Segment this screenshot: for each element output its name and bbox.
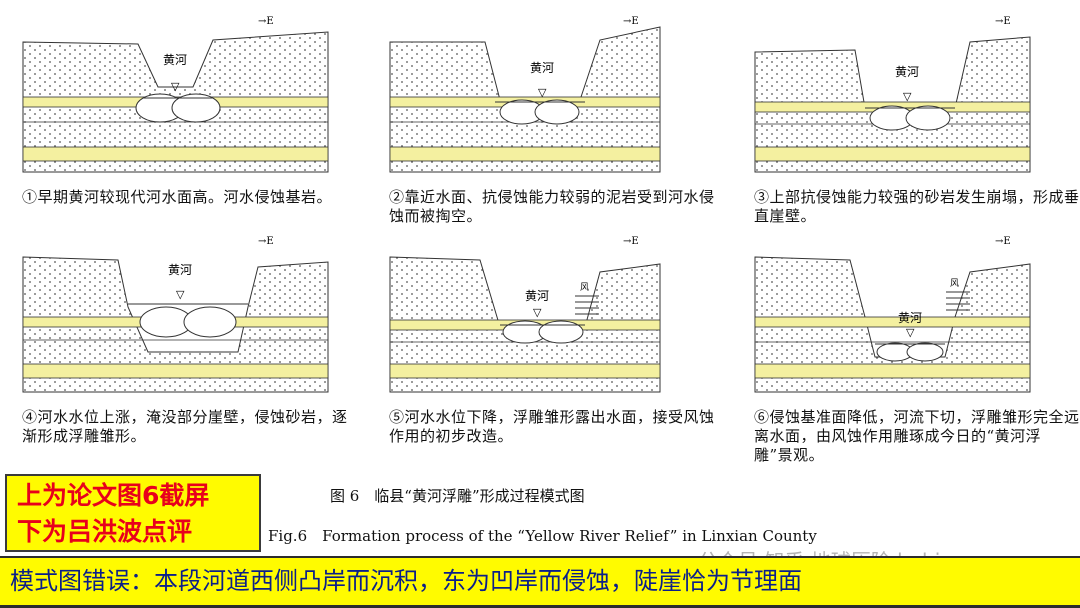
cross-section-diagram-5: →E 黄河 ▽ 风 [389, 236, 661, 393]
caption-1: ①早期黄河较现代河水面高。河水侵蚀基岩。 [22, 188, 333, 206]
panel-4: →E 黄河 ▽ ④河水水位上涨，淹没部分崖壁，侵蚀砂岩，逐渐形成浮雕雏形。 [18, 232, 348, 464]
east-arrow: →E [623, 16, 639, 27]
figure-caption-en: Fig.6 Formation process of the “Yellow R… [268, 527, 817, 545]
comment-text: 模式图错误：本段河道西侧凸岸而沉积，东为凹岸而侵蚀，陡崖恰为节理面 [10, 567, 802, 595]
caption-6: ⑥侵蚀基准面降低，河流下切，浮雕雏形完全远离水面，由风蚀作用雕琢成今日的“黄河浮… [754, 408, 1080, 464]
east-arrow: →E [258, 236, 274, 247]
river-label: 黄河 [525, 289, 549, 303]
cross-section-diagram-2: →E 黄河 ▽ [389, 16, 661, 173]
wind-label: 风 [580, 282, 589, 293]
comment-bar: 模式图错误：本段河道西侧凸岸而沉积，东为凹岸而侵蚀，陡崖恰为节理面 [0, 556, 1080, 608]
river-label: 黄河 [168, 263, 192, 277]
wind-arrows-icon [946, 291, 970, 311]
cross-section-diagram-4: →E 黄河 ▽ [22, 236, 329, 393]
caption-4: ④河水水位上涨，淹没部分崖壁，侵蚀砂岩，逐渐形成浮雕雏形。 [22, 408, 348, 445]
water-level-icon: ▽ [176, 288, 185, 301]
cross-section-diagram-1: →E 黄河 ▽ [22, 16, 329, 173]
caption-5: ⑤河水水位下降，浮雕雏形露出水面，接受风蚀作用的初步改造。 [389, 408, 715, 445]
panel-3: →E 黄河 ▽ ③上部抗侵蚀能力较强的砂岩发生崩塌，形成垂直崖壁。 [750, 12, 1080, 244]
note-line-2: 下为吕洪波点评 [17, 517, 193, 546]
east-arrow: →E [258, 16, 274, 27]
river-label: 黄河 [530, 61, 554, 75]
east-arrow: →E [623, 236, 639, 247]
river-label: 黄河 [898, 311, 922, 325]
water-level-icon: ▽ [906, 326, 915, 339]
water-level-icon: ▽ [533, 306, 542, 319]
wind-arrows-icon [575, 295, 599, 315]
water-level-icon: ▽ [171, 80, 180, 93]
figure-caption-cn: 图 6 临县“黄河浮雕”形成过程模式图 [330, 487, 585, 505]
panel-1: →E 黄河 ▽ ①早期黄河较现代河水面高。河水侵蚀基岩。 [18, 12, 348, 244]
cross-section-diagram-6: →E 黄河 ▽ 风 [754, 236, 1031, 393]
river-label: 黄河 [895, 65, 919, 79]
east-arrow: →E [995, 16, 1011, 27]
wind-label: 风 [950, 278, 959, 289]
river-label: 黄河 [163, 53, 187, 67]
panel-5: →E 黄河 ▽ 风 ⑤河水水位下降，浮雕雏形露出水面，接受风蚀作用的初步改造。 [385, 232, 715, 464]
note-line-1: 上为论文图6截屏 [17, 481, 210, 510]
caption-3: ③上部抗侵蚀能力较强的砂岩发生崩塌，形成垂直崖壁。 [754, 188, 1080, 225]
panel-2: →E 黄河 ▽ ②靠近水面、抗侵蚀能力较弱的泥岩受到河水侵蚀而被掏空。 [385, 12, 715, 244]
cross-section-diagram-3: →E 黄河 ▽ [754, 16, 1031, 173]
east-arrow: →E [995, 236, 1011, 247]
panel-6: →E 黄河 ▽ 风 ⑥侵蚀基准面降低，河流下切，浮雕雏形完全远离水面，由风蚀作用… [750, 232, 1080, 464]
note-box: 上为论文图6截屏 下为吕洪波点评 [5, 474, 261, 552]
caption-2: ②靠近水面、抗侵蚀能力较弱的泥岩受到河水侵蚀而被掏空。 [389, 188, 715, 225]
water-level-icon: ▽ [538, 86, 547, 99]
water-level-icon: ▽ [903, 90, 912, 103]
